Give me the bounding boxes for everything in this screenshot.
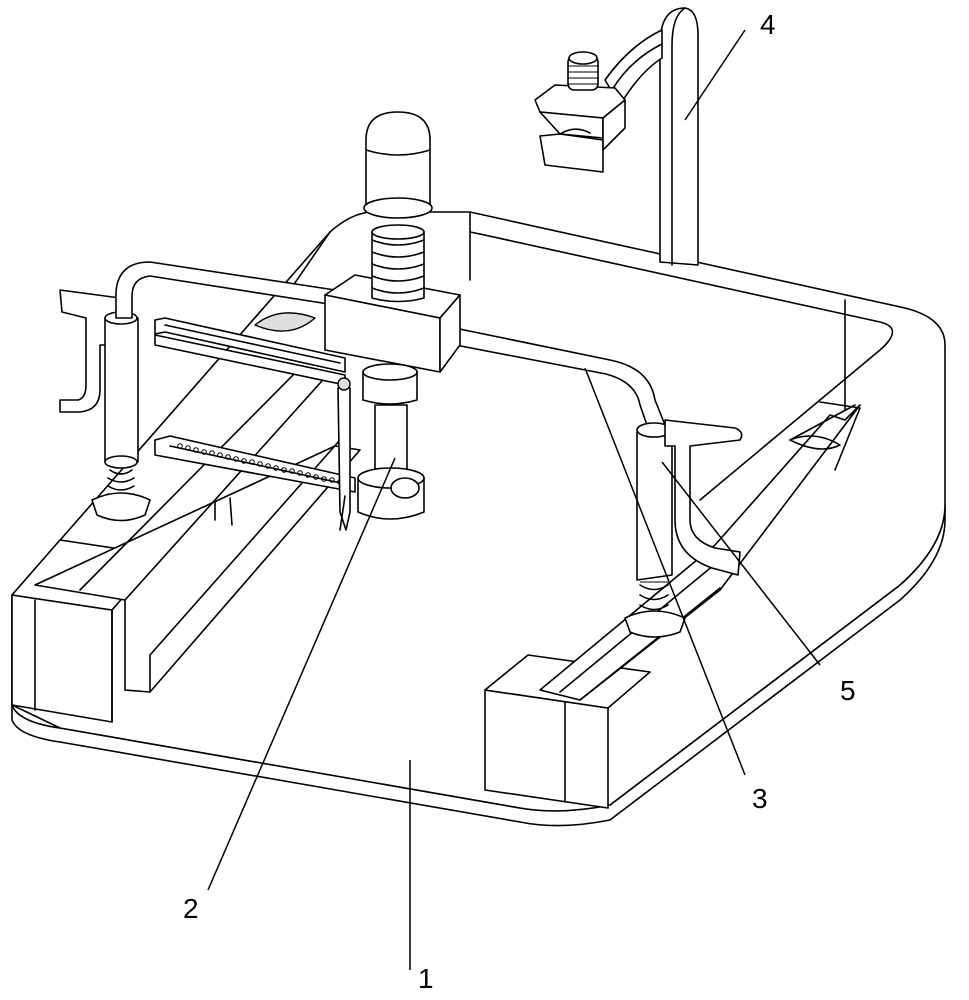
clamp-column [535, 8, 698, 265]
label-3: 3 [752, 783, 768, 814]
label-1: 1 [418, 963, 434, 994]
label-2: 2 [183, 893, 199, 924]
label-4: 4 [760, 9, 776, 40]
blade-hanger [338, 378, 350, 530]
label-5: 5 [840, 675, 856, 706]
base-plate [12, 212, 945, 826]
